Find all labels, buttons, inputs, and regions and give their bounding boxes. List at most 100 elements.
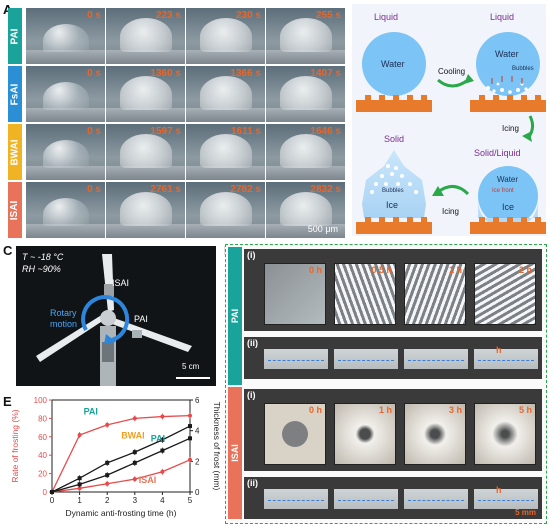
y-tick-label-left: 80 [38, 414, 47, 423]
label-solid-liquid: Solid/Liquid [474, 148, 521, 158]
frozen-droplet [199, 18, 252, 52]
side-view-strip [334, 489, 398, 509]
panel-e-label: E [3, 394, 12, 409]
y-tick-label-left: 60 [38, 433, 47, 442]
row-tab-fsai: FsAI [8, 66, 22, 122]
liquid-droplet [42, 24, 89, 52]
baseline-dashed [268, 500, 324, 501]
panel-c-photo: T ~ -18 °C RH ~90% ISAI PAI Rotary motio… [16, 246, 216, 386]
series-line-3 [51, 437, 191, 493]
turbine-hub [100, 310, 116, 326]
water-droplet-2 [476, 32, 540, 96]
y-tick-label-right: 2 [195, 457, 200, 466]
droplet-frame: 2832 s [266, 182, 345, 238]
frozen-droplet [119, 76, 172, 110]
frame-time-label: 0 h [308, 405, 322, 415]
pai-label: PAI [134, 314, 148, 324]
label-water-3: Water [497, 175, 518, 184]
frost-frame: 1 h [334, 403, 396, 465]
row-index-label: (ii) [247, 478, 258, 488]
x-axis-label: Dynamic anti-frosting time (h) [65, 508, 176, 518]
y-tick-label-left: 0 [43, 488, 48, 497]
label-liquid-2: Liquid [490, 12, 514, 22]
side-view-strip [264, 349, 328, 369]
time-label: 1360 s [150, 68, 181, 79]
x-tick-label: 1 [77, 496, 82, 505]
data-point [160, 448, 165, 453]
substrate-4 [356, 217, 432, 234]
series-line-0 [51, 414, 191, 493]
substrate-1 [356, 95, 432, 112]
rotary-arrow-head [104, 334, 116, 344]
data-point [77, 486, 82, 491]
data-point [132, 450, 137, 455]
time-label: 1407 s [310, 68, 341, 79]
arrow-icing-1-head [522, 132, 532, 142]
substrate [186, 166, 265, 180]
time-label: 1366 s [230, 68, 261, 79]
bubbles-stage-2 [486, 82, 528, 94]
droplet-frame: 255 s [266, 8, 345, 64]
height-marker: h [496, 345, 502, 355]
liquid-droplet [42, 82, 89, 110]
data-point [105, 473, 110, 478]
frozen-droplet [279, 76, 332, 110]
turbine-motor [102, 342, 114, 362]
label-bubbles-4: Bubbles [382, 188, 404, 194]
frame-time-label: 1 h [448, 265, 462, 275]
substrate [186, 224, 265, 238]
series-annotation: PAI [84, 407, 98, 417]
data-point [160, 414, 165, 419]
time-label: 230 s [235, 10, 261, 21]
substrate [106, 108, 185, 122]
substrate [106, 224, 185, 238]
time-label: 1611 s [230, 126, 261, 137]
frame-time-label: 0 h [308, 265, 322, 275]
panel-b: Liquid Water Cooling Liquid Water Bubble… [352, 4, 546, 236]
droplet-frame: 0 s [26, 66, 105, 122]
isai-sample-patch [104, 284, 114, 296]
side-view-strip [404, 489, 468, 509]
data-point [132, 460, 137, 465]
substrate [26, 166, 105, 180]
substrate [266, 108, 345, 122]
time-label: 0 s [87, 68, 101, 79]
time-label: 1597 s [150, 126, 181, 137]
label-liquid-1: Liquid [374, 12, 398, 22]
frame-time-label: 2 h [518, 265, 532, 275]
label-cooling: Cooling [438, 67, 465, 76]
temperature-label: T ~ -18 °C [22, 252, 64, 262]
y-tick-label-left: 100 [34, 396, 48, 405]
y-tick-label-right: 6 [195, 396, 200, 405]
substrate [266, 224, 345, 238]
water-droplet-1 [362, 32, 426, 96]
frost-frame: 2 h [474, 263, 536, 325]
heat-arrows [491, 76, 523, 84]
series-annotation: PAI [151, 433, 165, 443]
row-tab-label: FsAI [9, 83, 21, 105]
frozen-droplet [199, 76, 252, 110]
droplet-frame: 230 s [186, 8, 265, 64]
isai-label: ISAI [112, 278, 130, 288]
pai-tab-label: PAI [230, 308, 240, 324]
data-point [188, 457, 192, 462]
baseline-dashed [408, 360, 464, 361]
scale-bar-label: 5 mm [515, 508, 536, 517]
frozen-droplet [199, 192, 252, 226]
x-tick-label: 5 [188, 496, 193, 505]
baseline-dashed [338, 360, 394, 361]
substrate [266, 166, 345, 180]
pai-film-row-ii: (ii)h [244, 337, 542, 379]
y-tick-label-left: 40 [38, 451, 47, 460]
droplet-frame: 2761 s [106, 182, 185, 238]
row-tab-label: PAI [9, 28, 21, 44]
y-tick-label-right: 0 [195, 488, 200, 497]
data-point [77, 476, 82, 481]
row-tab-bwai: BWAI [8, 124, 22, 180]
droplet-frame: 0 s [26, 124, 105, 180]
time-label: 223 s [155, 10, 181, 21]
data-point [188, 413, 192, 418]
